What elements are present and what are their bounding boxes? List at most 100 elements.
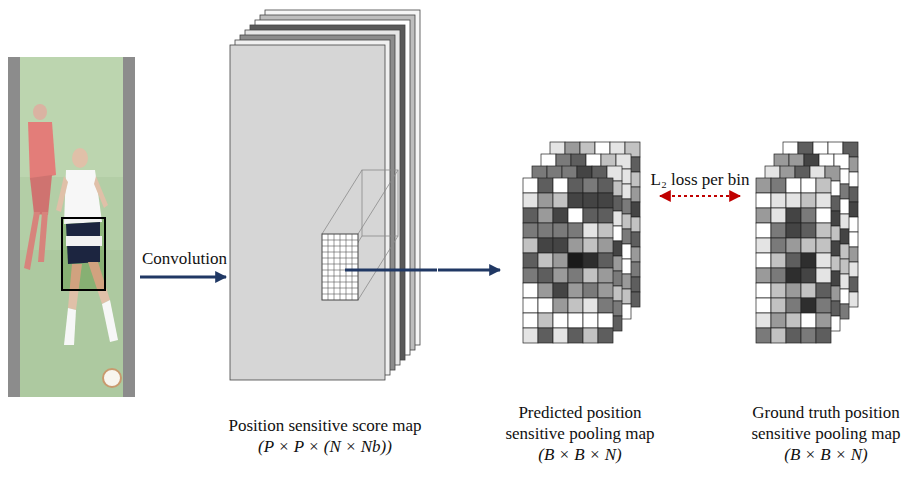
pooling-cell: [786, 208, 801, 223]
pooling-cell: [598, 178, 613, 193]
pooling-cell: [816, 328, 831, 343]
pooling-cell: [538, 313, 553, 328]
pooling-cell: [801, 298, 816, 313]
caption-text: Predicted position sensitive pooling map: [500, 402, 660, 444]
dimension-formula: (P × P × (N × Nb)): [212, 436, 438, 457]
pooling-cell: [598, 298, 613, 313]
pooling-cell: [771, 238, 786, 253]
pooling-cell: [756, 178, 771, 193]
pooling-cell: [538, 253, 553, 268]
pooling-cell: [583, 253, 598, 268]
pooling-cell: [756, 298, 771, 313]
caption: Ground truth position sensitive pooling …: [740, 402, 912, 465]
grid-line: [322, 288, 358, 289]
pooling-cell: [538, 238, 553, 253]
pooling-cell: [801, 193, 816, 208]
connector-arrow: [660, 195, 740, 197]
grid-line: [352, 234, 353, 300]
pooling-cell: [568, 193, 583, 208]
pooling-cell: [568, 253, 583, 268]
pooling-cell: [598, 253, 613, 268]
pooling-cell: [523, 313, 538, 328]
pooling-cell: [553, 328, 568, 343]
pooling-cell: [598, 283, 613, 298]
pooling-cell: [598, 193, 613, 208]
map-node: Position sensitive score map(P × P × (N …: [212, 5, 438, 457]
pooling-cell: [756, 268, 771, 283]
roi-grid: [322, 234, 358, 300]
pooling-cell: [568, 238, 583, 253]
pooling-cell: [771, 328, 786, 343]
projection-line: [358, 170, 398, 234]
pooling-arrow-start: [345, 269, 437, 272]
caption-text: Ground truth position sensitive pooling …: [741, 402, 911, 444]
pooling-cell: [801, 283, 816, 298]
pooling-cell: [598, 328, 613, 343]
pooling-cell: [786, 313, 801, 328]
pooling-cell: [583, 178, 598, 193]
pooling-cell: [583, 298, 598, 313]
pooling-cell: [553, 208, 568, 223]
pooling-cell: [771, 313, 786, 328]
score-map-grid: [322, 170, 398, 300]
pooling-cell: [771, 193, 786, 208]
pooling-cell: [801, 208, 816, 223]
caption: Position sensitive score map(P × P × (N …: [212, 415, 438, 457]
pooling-cell: [583, 223, 598, 238]
pooling-cell: [598, 208, 613, 223]
grid-line: [322, 258, 358, 259]
pooling-cell: [771, 208, 786, 223]
pooling-cell: [771, 298, 786, 313]
pooling-cell: [553, 238, 568, 253]
pooling-cell: [523, 238, 538, 253]
pooling-cell: [816, 208, 831, 223]
pooling-cell: [523, 178, 538, 193]
projection-box: [362, 170, 398, 236]
pooling-cell: [568, 268, 583, 283]
projection-line: [358, 236, 398, 300]
pooling-cell: [598, 313, 613, 328]
grid-line: [322, 282, 358, 283]
grid-line: [340, 234, 341, 300]
pooling-cell: [801, 268, 816, 283]
pooling-cell: [786, 223, 801, 238]
pooling-cell: [786, 238, 801, 253]
pooling-cell: [523, 253, 538, 268]
pooling-cell: [801, 238, 816, 253]
pooling-cell: [538, 223, 553, 238]
pooling-cell: [523, 193, 538, 208]
pooling-cell: [568, 328, 583, 343]
pooling-cell: [583, 283, 598, 298]
pooling-cell: [568, 298, 583, 313]
pooling-cell: [568, 223, 583, 238]
pooling-cell: [816, 223, 831, 238]
pooling-cell: [816, 268, 831, 283]
map-node: Predicted position sensitive pooling map…: [500, 120, 660, 465]
pooling-cell: [523, 208, 538, 223]
pooling-cell: [771, 268, 786, 283]
pooling-cell: [801, 223, 816, 238]
pooling-cell: [786, 253, 801, 268]
pooling-cell: [786, 283, 801, 298]
pooling-cell: [538, 208, 553, 223]
pooling-cell: [816, 193, 831, 208]
pooling-cell: [756, 193, 771, 208]
pooling-cell: [523, 328, 538, 343]
pooling-cell: [816, 238, 831, 253]
pooling-cell: [553, 178, 568, 193]
pooling-cell: [553, 268, 568, 283]
ground-truth-grid: [756, 142, 858, 343]
pooling-cell: [816, 283, 831, 298]
pooling-cell: [771, 283, 786, 298]
pooling-cell: [756, 238, 771, 253]
pooling-cell: [583, 238, 598, 253]
pooling-cell: [538, 328, 553, 343]
pooling-cell: [583, 268, 598, 283]
pooling-cell: [816, 298, 831, 313]
predicted-grid: [523, 142, 640, 343]
pooling-cell: [771, 178, 786, 193]
pooling-cell: [538, 193, 553, 208]
pooling-cell: [568, 283, 583, 298]
pooling-cell: [568, 208, 583, 223]
